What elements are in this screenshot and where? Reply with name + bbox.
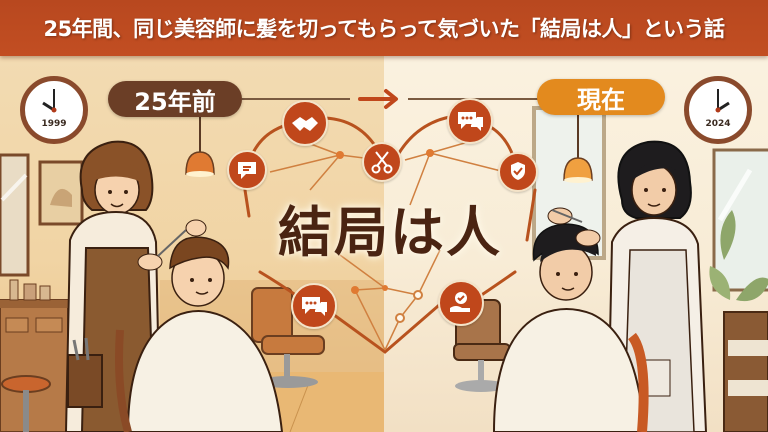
clock-face-icon bbox=[42, 89, 57, 113]
present-label: 現在 bbox=[537, 79, 665, 115]
pendant-lamp-right bbox=[563, 112, 593, 183]
arrow-right-icon bbox=[358, 89, 398, 109]
chat-bubble-icon bbox=[227, 150, 267, 190]
clock-1999: 1999 bbox=[20, 76, 88, 144]
header-banner: 25年間、同じ美容師に髪を切ってもらって気づいた「結局は人」という話 bbox=[0, 0, 768, 56]
center-title: 結局は人 bbox=[278, 201, 502, 264]
shield-hands-icon bbox=[498, 152, 538, 192]
scissors-icon bbox=[362, 142, 402, 182]
speech-dots-icon bbox=[447, 98, 493, 144]
clock-year: 2024 bbox=[705, 119, 731, 129]
present-salon-illustration bbox=[453, 106, 768, 432]
page-title: 25年間、同じ美容師に髪を切ってもらって気づいた「結局は人」という話 bbox=[43, 17, 725, 41]
clock-year: 1999 bbox=[41, 119, 67, 129]
clock-face-icon bbox=[715, 89, 730, 113]
past-label: 25年前 bbox=[108, 81, 242, 117]
chat-dots-icon bbox=[291, 283, 337, 329]
check-hand-icon bbox=[438, 280, 484, 326]
clock-2024: 2024 bbox=[684, 76, 752, 144]
timeline-line-left bbox=[242, 98, 350, 100]
handshake-icon bbox=[282, 100, 328, 146]
past-salon-illustration bbox=[0, 140, 384, 432]
